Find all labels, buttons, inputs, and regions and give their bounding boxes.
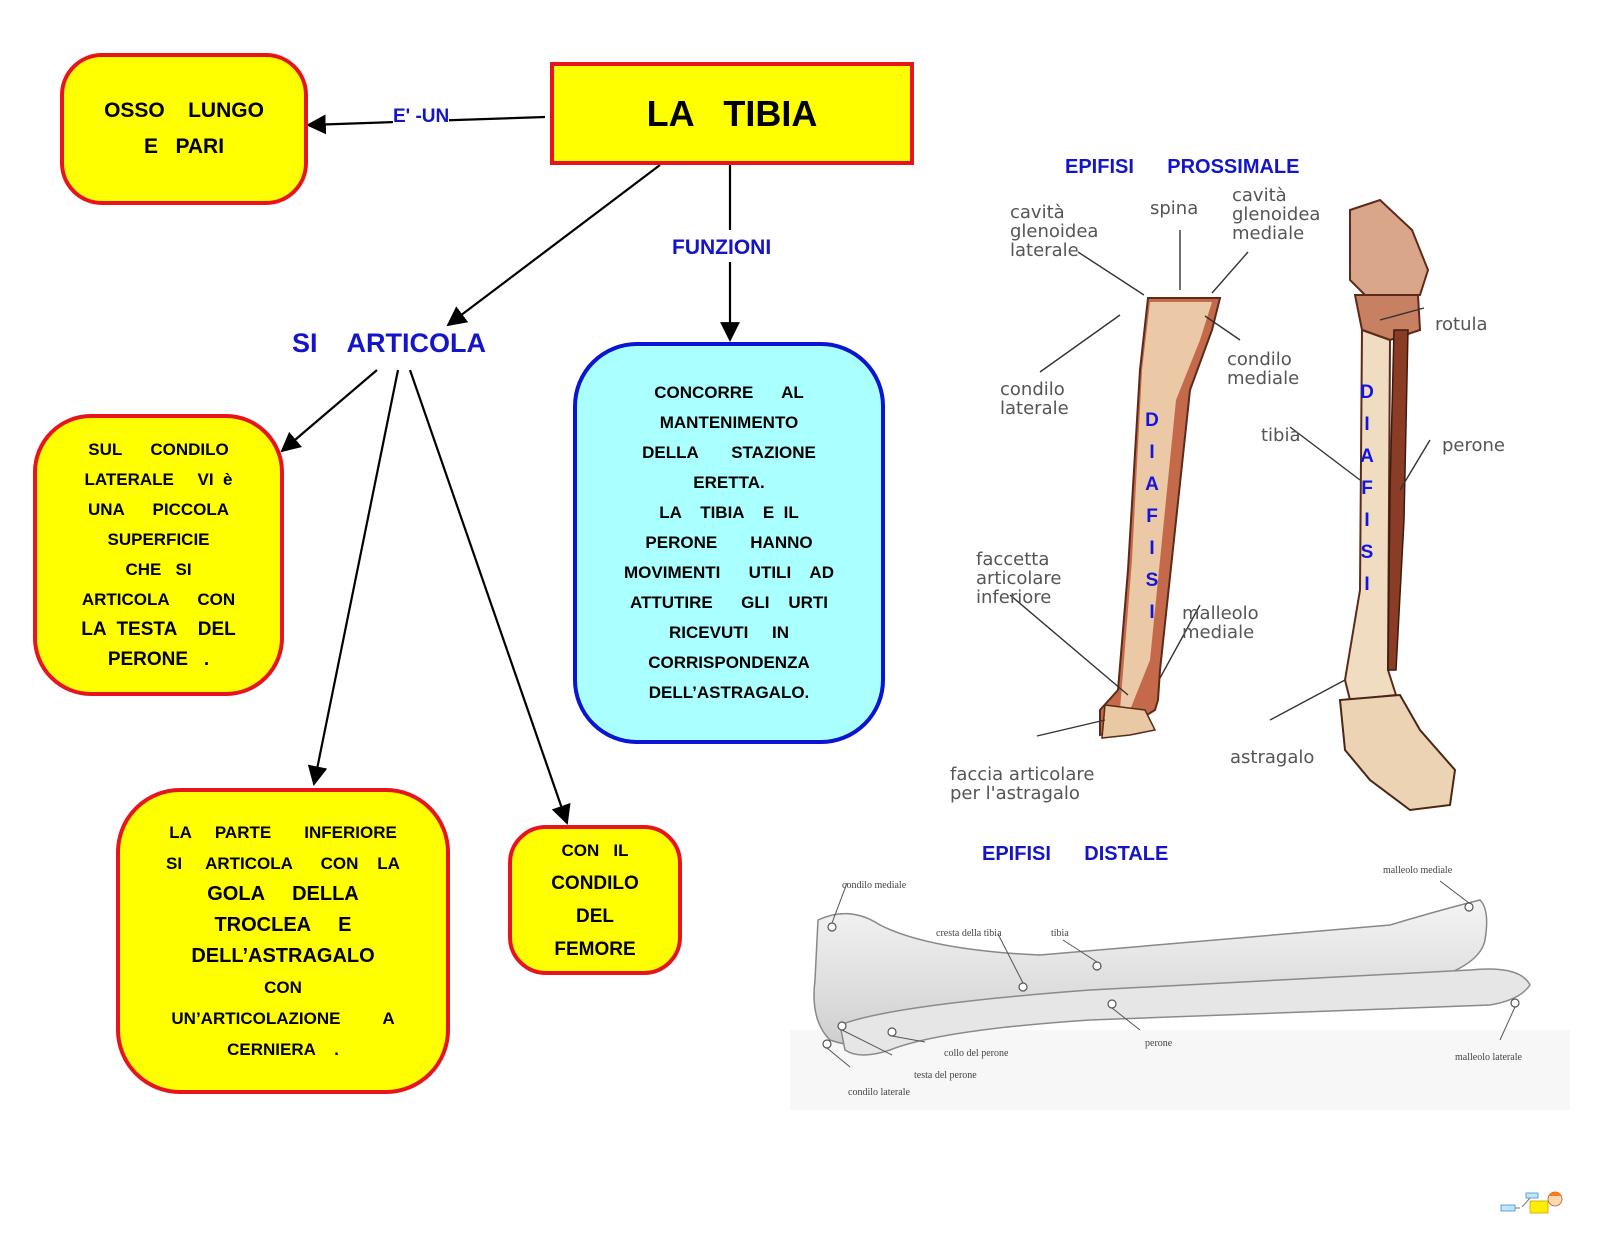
node-text-line: PERONE HANNO [645, 533, 813, 552]
node-text-line: LA PARTE INFERIORE [169, 823, 397, 842]
label-tibia: tibia [1261, 425, 1301, 446]
node-text-line: LA TIBIA E IL [659, 503, 799, 522]
label-spina: spina [1150, 198, 1199, 219]
node-text-line: GOLA DELLA [207, 883, 359, 905]
link-label-funzioni: FUNZIONI [672, 236, 772, 260]
node-text-line: DELLA STAZIONE [642, 443, 816, 462]
node-condilo-laterale[interactable]: SUL CONDILO LATERALE VI è UNA PICCOLA SU… [33, 414, 284, 696]
node-text-line: CON IL [561, 841, 629, 860]
node-text-line: CONCORRE AL [654, 383, 804, 402]
node-text-line: E PARI [143, 135, 225, 158]
label-side-condilo-laterale: condilo laterale [848, 1087, 910, 1098]
node-text-line: DEL [576, 906, 614, 927]
label-side-malleolo-laterale: malleolo laterale [1455, 1052, 1522, 1063]
node-text-line: UN’ARTICOLAZIONE A [171, 1009, 395, 1028]
node-text-line: CERNIERA . [227, 1040, 339, 1059]
arrow-to-parte-inferiore-box [307, 369, 400, 786]
label-cavita-glenoidea-mediale: cavità glenoidea mediale [1232, 185, 1321, 244]
node-text-line: LA TESTA DEL [81, 619, 236, 640]
node-text-line: ATTUTIRE GLI URTI [629, 593, 828, 612]
node-text-line: LATERALE VI è [84, 470, 233, 489]
node-text-line: TROCLEA E [214, 914, 352, 936]
diafisi-letter: S [1360, 542, 1374, 563]
fibula-shaft-side [839, 968, 1531, 1056]
node-text-line: FEMORE [554, 939, 636, 960]
node-funzioni[interactable]: CONCORRE AL MANTENIMENTO DELLA STAZIONE … [573, 342, 885, 744]
label-condilo-laterale: condilo laterale [1000, 379, 1069, 419]
node-text-line: CON [264, 978, 302, 997]
node-text-line: DELL’ASTRAGALO [191, 945, 375, 967]
label-faccia-articolare-astragalo: faccia articolare per l'astragalo [950, 764, 1095, 804]
fibula-bone-leg [1387, 329, 1409, 671]
diafisi-letter: I [1364, 574, 1370, 595]
label-rotula: rotula [1435, 314, 1488, 335]
tibia-side-illustration [790, 880, 1570, 1110]
diafisi-letter: I [1364, 510, 1370, 531]
heading-epifisi-distale: EPIFISI DISTALE [982, 843, 1169, 865]
diafisi-letter: D [1145, 410, 1159, 431]
node-text-line: ERETTA. [693, 473, 765, 492]
node-text-line: CORRISPONDENZA [648, 653, 810, 672]
tibia-front-illustration [1009, 198, 1457, 812]
label-condilo-mediale: condilo mediale [1227, 349, 1300, 389]
node-text-line: ARTICOLA CON [81, 590, 236, 609]
label-perone: perone [1442, 435, 1505, 456]
node-text-line: SUPERFICIE [107, 530, 210, 549]
label-side-tibia: tibia [1051, 928, 1069, 939]
node-text-line: CONDILO [551, 873, 639, 894]
diafisi-letter: I [1149, 602, 1155, 623]
label-cavita-glenoidea-laterale: cavità glenoidea laterale [1010, 202, 1099, 261]
diafisi-letter: I [1149, 442, 1155, 463]
label-faccetta-articolare-inferiore: faccetta articolare inferiore [976, 549, 1062, 608]
node-text-line: DELL’ASTRAGALO. [648, 683, 810, 702]
node-osso-lungo[interactable]: OSSO LUNGO E PARI [60, 53, 308, 205]
node-parte-inferiore[interactable]: LA PARTE INFERIORE SI ARTICOLA CON LA GO… [116, 788, 450, 1094]
diafisi-letter: S [1145, 570, 1159, 591]
node-text-line: SI ARTICOLA CON LA [166, 854, 400, 873]
arrow-to-condilo-femore-box [408, 369, 571, 825]
diafisi-letter: I [1364, 414, 1370, 435]
label-malleolo-mediale: malleolo mediale [1182, 603, 1259, 643]
diafisi-letter: F [1146, 506, 1158, 527]
label-side-testa-perone: testa del perone [914, 1070, 977, 1081]
node-text-line: UNA PICCOLA [87, 500, 230, 519]
diafisi-letter: A [1145, 474, 1159, 495]
diafisi-letter: I [1149, 538, 1155, 559]
node-text-line: MANTENIMENTO [659, 413, 799, 432]
node-text-line: CHE SI [125, 560, 192, 579]
link-label-is-a: E' -UN [393, 106, 450, 128]
label-side-collo-perone: collo del perone [944, 1048, 1009, 1059]
diafisi-letter: F [1361, 478, 1373, 499]
node-text-line: PERONE . [107, 649, 210, 670]
label-astragalo: astragalo [1230, 747, 1315, 768]
heading-epifisi-prossimale: EPIFISI PROSSIMALE [1065, 156, 1300, 178]
root-node-la-tibia[interactable]: LA TIBIA [550, 62, 914, 165]
arrow-to-condilo-laterale-box [280, 369, 378, 453]
knee-illustration [1349, 198, 1430, 302]
root-label: LA TIBIA [646, 92, 818, 134]
diafisi-letter: A [1360, 446, 1374, 467]
label-side-perone: perone [1145, 1038, 1173, 1049]
foot-illustration [1338, 693, 1457, 812]
diafisi-letter: D [1360, 382, 1374, 403]
node-text-line: SUL CONDILO [88, 440, 229, 459]
node-text-line: MOVIMENTI UTILI AD [624, 563, 834, 582]
link-label-si-articola: SI ARTICOLA [292, 328, 486, 359]
cmaptools-logo-icon [1500, 1191, 1563, 1214]
node-condilo-femore[interactable]: CON IL CONDILO DEL FEMORE [508, 825, 682, 975]
node-text-line: OSSO LUNGO [104, 99, 264, 122]
node-text-line: RICEVUTI IN [669, 623, 789, 642]
label-side-malleolo-mediale: malleolo mediale [1383, 865, 1453, 876]
arrow-to-si-articola [446, 164, 661, 327]
label-side-condilo-mediale: condilo mediale [842, 880, 907, 891]
label-side-cresta-tibia: cresta della tibia [936, 928, 1002, 939]
